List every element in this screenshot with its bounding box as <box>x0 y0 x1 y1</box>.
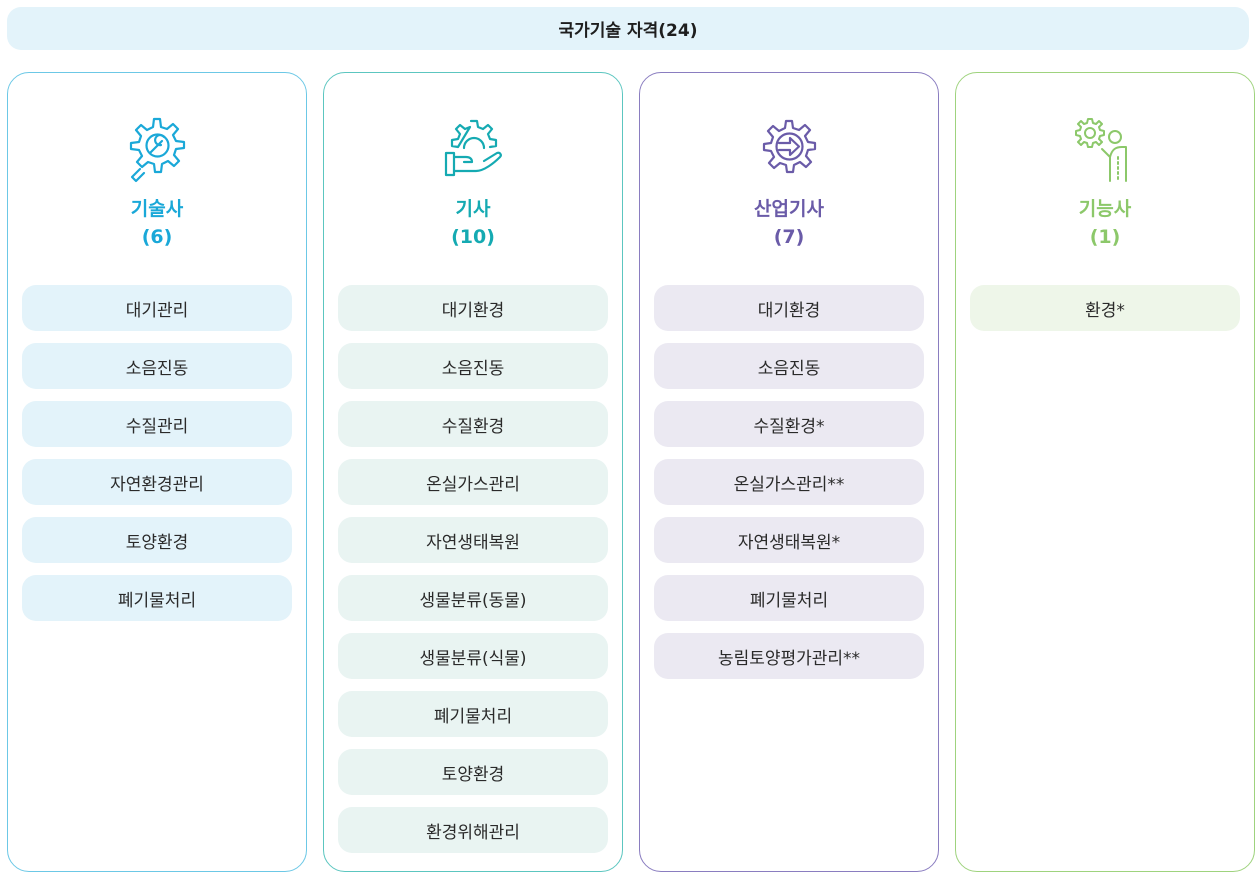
category-column-engineer: 기사 (10) 대기환경 소음진동 수질환경 온실가스관리 자연생태복원 생물분… <box>323 72 623 872</box>
qualification-item[interactable]: 온실가스관리 <box>338 459 608 505</box>
column-title: 기사 <box>455 198 491 220</box>
column-title: 기능사 <box>1078 198 1132 220</box>
category-column-engineer-pro: 기술사 (6) 대기관리 소음진동 수질관리 자연환경관리 토양환경 폐기물처리 <box>7 72 307 872</box>
qualification-item[interactable]: 농림토양평가관리** <box>654 633 924 679</box>
qualification-item[interactable]: 생물분류(식물) <box>338 633 608 679</box>
qualification-item[interactable]: 대기관리 <box>22 285 292 331</box>
column-count: (7) <box>773 226 805 248</box>
qualification-item[interactable]: 자연생태복원 <box>338 517 608 563</box>
qualification-item[interactable]: 환경* <box>970 285 1240 331</box>
qualification-item[interactable]: 소음진동 <box>654 343 924 389</box>
qualification-item[interactable]: 자연환경관리 <box>22 459 292 505</box>
worker-gear-icon <box>956 115 1254 187</box>
column-title: 기술사 <box>130 198 184 220</box>
page-title-bar: 국가기술 자격(24) <box>7 7 1249 50</box>
qualification-item[interactable]: 생물분류(동물) <box>338 575 608 621</box>
qualification-item[interactable]: 폐기물처리 <box>338 691 608 737</box>
category-column-industrial-engineer: 산업기사 (7) 대기환경 소음진동 수질환경* 온실가스관리** 자연생태복원… <box>639 72 939 872</box>
wrench-gear-icon <box>8 115 306 187</box>
qualification-item[interactable]: 온실가스관리** <box>654 459 924 505</box>
qualification-item[interactable]: 수질환경 <box>338 401 608 447</box>
qualification-item[interactable]: 폐기물처리 <box>22 575 292 621</box>
qualification-item[interactable]: 토양환경 <box>338 749 608 795</box>
hand-gear-icon <box>324 115 622 187</box>
page-title: 국가기술 자격(24) <box>558 21 698 41</box>
qualification-item[interactable]: 폐기물처리 <box>654 575 924 621</box>
column-count: (1) <box>1089 226 1121 248</box>
qualification-item[interactable]: 토양환경 <box>22 517 292 563</box>
qualification-item[interactable]: 대기환경 <box>654 285 924 331</box>
qualification-item[interactable]: 자연생태복원* <box>654 517 924 563</box>
qualification-item[interactable]: 수질환경* <box>654 401 924 447</box>
column-title: 산업기사 <box>754 198 824 220</box>
qualification-item[interactable]: 소음진동 <box>338 343 608 389</box>
qualification-item[interactable]: 환경위해관리 <box>338 807 608 853</box>
column-count: (6) <box>141 226 173 248</box>
qualification-item[interactable]: 대기환경 <box>338 285 608 331</box>
column-count: (10) <box>451 226 495 248</box>
qualification-item[interactable]: 수질관리 <box>22 401 292 447</box>
arrow-gear-icon <box>640 115 938 187</box>
qualification-item[interactable]: 소음진동 <box>22 343 292 389</box>
category-column-craftsman: 기능사 (1) 환경* <box>955 72 1255 872</box>
